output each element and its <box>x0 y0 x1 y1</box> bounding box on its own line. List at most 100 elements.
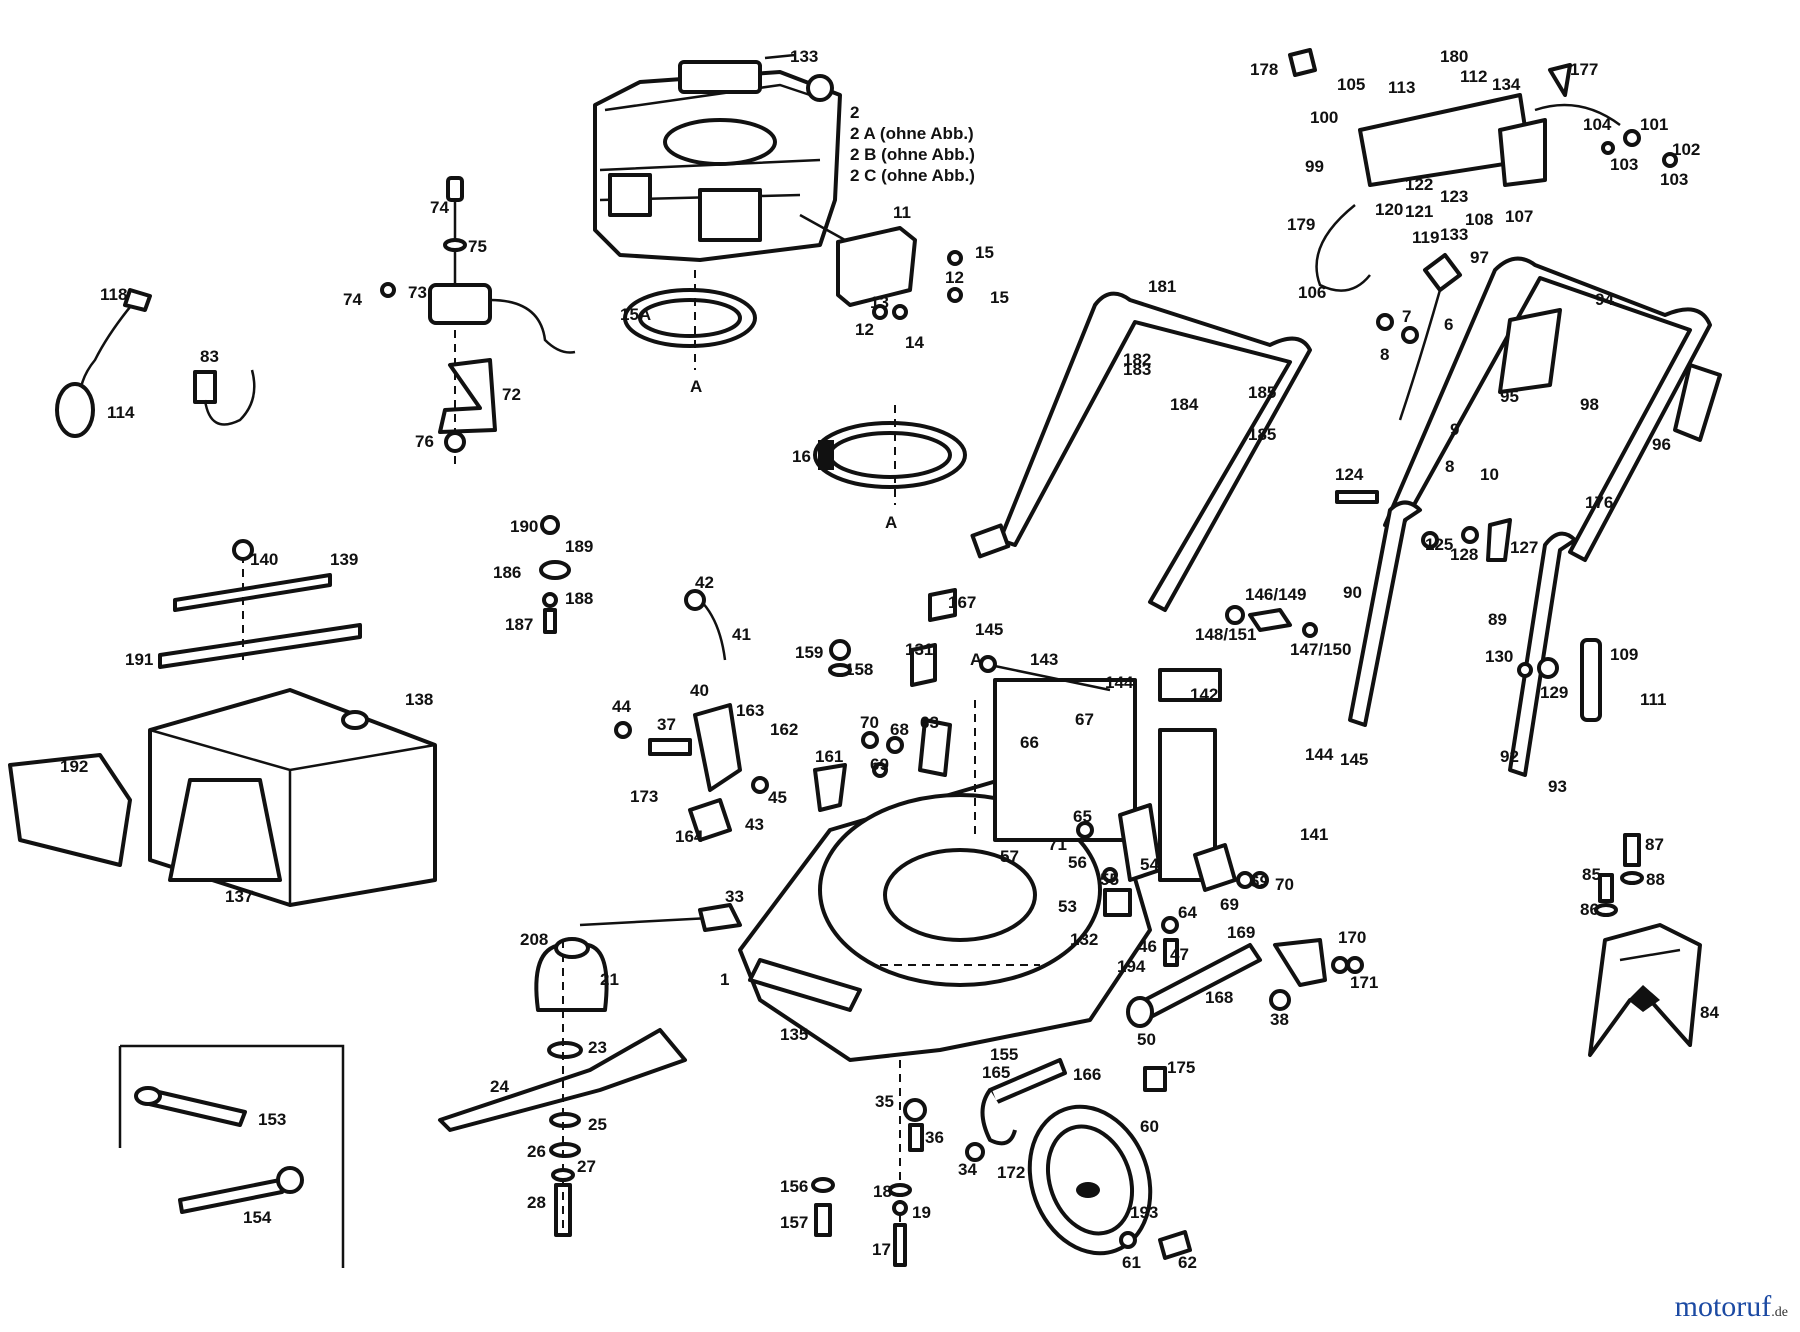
callout-18: 18 <box>873 1182 892 1201</box>
callout-65: 65 <box>1073 807 1092 826</box>
callout-170: 170 <box>1338 928 1366 947</box>
callout-12b: 12 <box>855 320 874 339</box>
callout-159: 159 <box>795 643 823 662</box>
callout-113: 113 <box>1388 78 1415 97</box>
callout-8b: 8 <box>1445 457 1454 476</box>
callout-57: 57 <box>1000 847 1019 866</box>
callout-155: 155 <box>990 1045 1018 1064</box>
callout-66: 66 <box>1020 733 1039 752</box>
callout-133: 133 <box>790 47 818 66</box>
callout-19: 19 <box>912 1203 931 1222</box>
callout-74: 74 <box>430 198 449 217</box>
callout-93: 93 <box>1548 777 1567 796</box>
callout-60: 60 <box>1140 1117 1159 1136</box>
callout-83: 83 <box>200 347 219 366</box>
tool-box <box>118 1044 345 1268</box>
callout-175: 175 <box>1167 1058 1195 1077</box>
callout-16: 16 <box>792 447 811 466</box>
callout-97: 97 <box>1470 248 1489 267</box>
callout-124: 124 <box>1335 465 1364 484</box>
callout-119: 119 <box>1412 228 1439 247</box>
callout-156: 156 <box>780 1177 808 1196</box>
callout-15a: 15 <box>990 288 1009 307</box>
cable-set-114 <box>55 288 152 438</box>
grip-96 <box>1673 363 1722 442</box>
callout-92: 92 <box>1500 747 1519 766</box>
callout-27: 27 <box>577 1157 596 1176</box>
callout-17: 17 <box>872 1240 891 1259</box>
callout-96: 96 <box>1652 435 1671 454</box>
callout-28: 28 <box>527 1193 546 1212</box>
watermark-logo: motoruf.de <box>1675 1290 1788 1324</box>
callout-25: 25 <box>588 1115 607 1134</box>
callout-14: 14 <box>905 333 924 352</box>
callout-75: 75 <box>468 237 487 256</box>
engine-variant-1: 2 <box>850 103 859 122</box>
bag-rails <box>158 539 362 669</box>
callout-69: 69 <box>870 755 889 774</box>
callout-186: 186 <box>493 563 521 582</box>
wheel-60 <box>1027 1104 1192 1260</box>
callout-41: 41 <box>732 625 751 644</box>
callout-157: 157 <box>780 1213 808 1232</box>
callout-24: 24 <box>490 1077 509 1096</box>
callout-69b: 69 <box>1220 895 1239 914</box>
callout-137: 137 <box>225 887 253 906</box>
wheel-bracket-front <box>861 718 952 778</box>
callout-35: 35 <box>875 1092 894 1111</box>
callout-87: 87 <box>1645 835 1664 854</box>
cable-adjuster-109 <box>1517 638 1602 722</box>
blade-assembly <box>438 903 742 1237</box>
callout-34: 34 <box>958 1160 977 1179</box>
control-bar-housing <box>1288 48 1678 187</box>
callout-132: 132 <box>1070 930 1098 949</box>
callout-169: 169 <box>1227 923 1255 942</box>
callout-129: 129 <box>1540 683 1568 702</box>
callout-102: 102 <box>1672 140 1700 159</box>
callout-38: 38 <box>1270 1010 1289 1029</box>
callout-70b: 70 <box>1275 875 1294 894</box>
callout-40: 40 <box>690 681 709 700</box>
callout-184: 184 <box>1170 395 1199 414</box>
front-axle <box>965 1058 1167 1162</box>
knob-159 <box>828 639 852 677</box>
axle-rod-143 <box>979 655 1111 692</box>
callout-171: 171 <box>1350 973 1378 992</box>
callout-187: 187 <box>505 615 533 634</box>
throttle-cable-106 <box>1315 204 1462 421</box>
watermark-tld: .de <box>1771 1305 1788 1320</box>
callout-189: 189 <box>565 537 593 556</box>
callout-23: 23 <box>588 1038 607 1057</box>
callout-89: 89 <box>1488 610 1507 629</box>
callout-73: 73 <box>408 283 427 302</box>
callout-109: 109 <box>1610 645 1638 664</box>
callout-94: 94 <box>1595 290 1614 309</box>
ignition-module <box>380 176 576 465</box>
front-wheel-bolts <box>811 1060 927 1267</box>
callout-147: 147/150 <box>1290 640 1351 659</box>
engine-variant-4: 2 C (ohne Abb.) <box>850 166 975 185</box>
callout-183: 183 <box>1123 360 1151 379</box>
callout-99: 99 <box>1305 157 1324 176</box>
callout-37: 37 <box>657 715 676 734</box>
callout-62: 62 <box>1178 1253 1197 1272</box>
callout-164: 164 <box>675 827 704 846</box>
handle-strut-89 <box>1508 531 1577 777</box>
callout-148: 148/151 <box>1195 625 1256 644</box>
callout-141: 141 <box>1300 825 1328 844</box>
callout-15b: 15 <box>975 243 994 262</box>
callout-44: 44 <box>612 697 631 716</box>
lever-161 <box>813 763 847 812</box>
callout-191: 191 <box>125 650 153 669</box>
callout-108: 108 <box>1465 210 1493 229</box>
callout-125: 125 <box>1425 535 1453 554</box>
callout-143: 143 <box>1030 650 1058 669</box>
collar-ring-15a <box>623 270 757 370</box>
callout-122: 122 <box>1405 175 1433 194</box>
discharge-chute-84 <box>1588 833 1702 1057</box>
rear-height-adjuster <box>1076 803 1162 883</box>
handle-clamp-146 <box>1225 605 1318 638</box>
callout-123: 123 <box>1440 187 1468 206</box>
callout-161: 161 <box>815 747 843 766</box>
callout-95: 95 <box>1500 387 1519 406</box>
